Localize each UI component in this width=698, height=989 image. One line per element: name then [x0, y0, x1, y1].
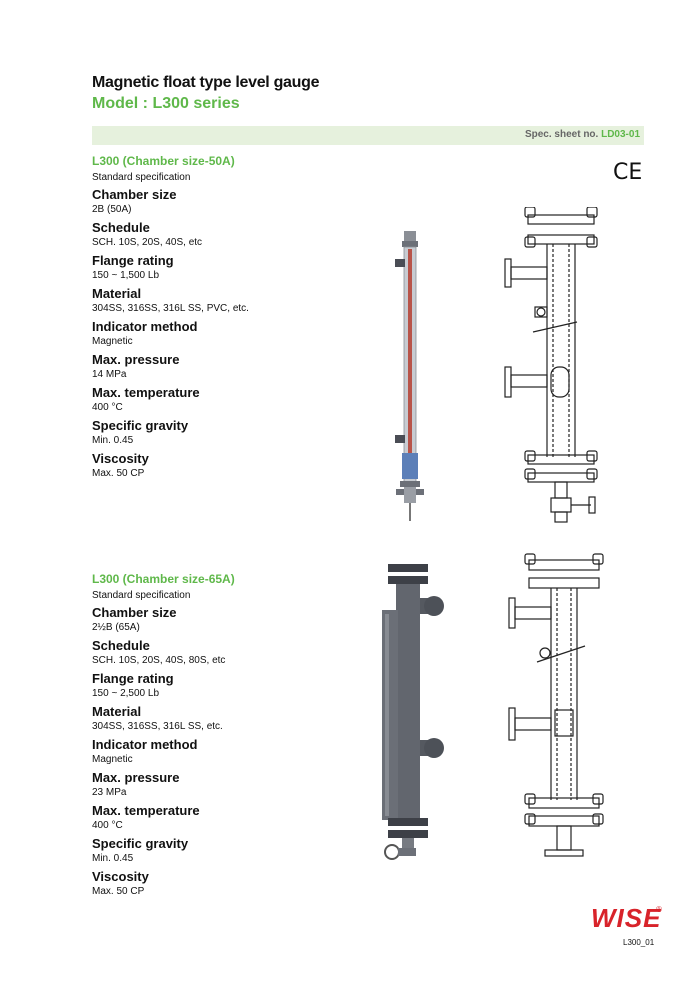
spec-label: Max. temperature: [92, 385, 200, 400]
spec-label: Flange rating: [92, 253, 174, 268]
spec-item-max-temperature: Max. temperature 400 °C: [92, 385, 249, 414]
ce-mark-icon: CE: [613, 160, 643, 185]
spec-item-max-pressure: Max. pressure 23 MPa: [92, 770, 235, 799]
spec-value: Magnetic: [92, 336, 133, 347]
spec-value: 2B (50A): [92, 204, 132, 215]
spec-label: Max. pressure: [92, 770, 180, 785]
spec-label: Schedule: [92, 220, 150, 235]
spec-sheet-prefix: Spec. sheet no.: [524, 129, 599, 140]
standard-spec-label: Standard specification: [92, 172, 191, 183]
spec-item-material: Material 304SS, 316SS, 316L SS, PVC, etc…: [92, 286, 249, 315]
page-title: Magnetic float type level gauge: [92, 74, 320, 91]
spec-value: 14 MPa: [92, 369, 127, 380]
registered-mark: ®: [656, 905, 662, 914]
spec-label: Specific gravity: [92, 418, 189, 433]
spec-label: Max. temperature: [92, 803, 200, 818]
section-title: L300 (Chamber size-50A): [92, 154, 235, 168]
gauge-50a-drawing: [504, 207, 598, 523]
spec-sheet-number: LD03-01: [601, 129, 640, 140]
model-subtitle: Model : L300 series: [92, 95, 240, 112]
spec-label: Material: [92, 704, 142, 719]
spec-value: Max. 50 CP: [92, 468, 145, 479]
spec-label: Viscosity: [92, 869, 149, 884]
spec-item-material: Material 304SS, 316SS, 316L SS, etc.: [92, 704, 235, 733]
gauge-65a-photo: [382, 564, 444, 860]
spec-item-viscosity: Viscosity Max. 50 CP: [92, 451, 249, 480]
spec-value: Min. 0.45: [92, 853, 134, 864]
spec-item-viscosity: Viscosity Max. 50 CP: [92, 869, 235, 898]
spec-item-schedule: Schedule SCH. 10S, 20S, 40S, etc: [92, 220, 249, 249]
spec-value: Max. 50 CP: [92, 886, 145, 897]
spec-item-max-temperature: Max. temperature 400 °C: [92, 803, 235, 832]
standard-spec-label: Standard specification: [92, 590, 191, 601]
spec-item-specific-gravity: Specific gravity Min. 0.45: [92, 836, 235, 865]
spec-value: Min. 0.45: [92, 435, 134, 446]
spec-label: Max. pressure: [92, 352, 180, 367]
spec-item-schedule: Schedule SCH. 10S, 20S, 40S, 80S, etc: [92, 638, 235, 667]
spec-item-chamber-size: Chamber size 2B (50A): [92, 187, 249, 216]
spec-label: Flange rating: [92, 671, 174, 686]
section-65a: L300 (Chamber size-65A) Standard specifi…: [92, 572, 235, 898]
spec-value: 150 ~ 1,500 Lb: [92, 270, 160, 281]
spec-value: 304SS, 316SS, 316L SS, PVC, etc.: [92, 303, 249, 314]
spec-item-flange-rating: Flange rating 150 ~ 1,500 Lb: [92, 253, 249, 282]
spec-item-chamber-size: Chamber size 2½B (65A): [92, 605, 235, 634]
spec-value: 304SS, 316SS, 316L SS, etc.: [92, 721, 223, 732]
spec-item-indicator-method: Indicator method Magnetic: [92, 737, 235, 766]
section-title: L300 (Chamber size-65A): [92, 572, 235, 586]
spec-value: 150 ~ 2,500 Lb: [92, 688, 160, 699]
spec-label: Indicator method: [92, 319, 198, 334]
spec-label: Indicator method: [92, 737, 198, 752]
spec-value: 2½B (65A): [92, 622, 140, 633]
spec-item-indicator-method: Indicator method Magnetic: [92, 319, 249, 348]
spec-value: SCH. 10S, 20S, 40S, etc: [92, 237, 203, 248]
page-id: L300_01: [623, 938, 655, 947]
spec-item-flange-rating: Flange rating 150 ~ 2,500 Lb: [92, 671, 235, 700]
spec-item-max-pressure: Max. pressure 14 MPa: [92, 352, 249, 381]
gauge-65a-drawing: [508, 553, 604, 857]
spec-sheet-label: Spec. sheet no. LD03-01: [525, 129, 640, 140]
spec-label: Chamber size: [92, 187, 177, 202]
spec-label: Viscosity: [92, 451, 149, 466]
spec-sheet-bar: Spec. sheet no. LD03-01: [92, 126, 644, 145]
spec-label: Chamber size: [92, 605, 177, 620]
spec-label: Specific gravity: [92, 836, 189, 851]
spec-value: 400 °C: [92, 820, 123, 831]
spec-value: 23 MPa: [92, 787, 127, 798]
spec-value: 400 °C: [92, 402, 123, 413]
spec-label: Schedule: [92, 638, 150, 653]
gauge-50a-photo: [395, 231, 424, 521]
spec-item-specific-gravity: Specific gravity Min. 0.45: [92, 418, 249, 447]
wise-logo: WISE: [591, 903, 662, 933]
spec-label: Material: [92, 286, 142, 301]
spec-value: Magnetic: [92, 754, 133, 765]
section-50a: L300 (Chamber size-50A) Standard specifi…: [92, 154, 249, 480]
spec-value: SCH. 10S, 20S, 40S, 80S, etc: [92, 655, 226, 666]
